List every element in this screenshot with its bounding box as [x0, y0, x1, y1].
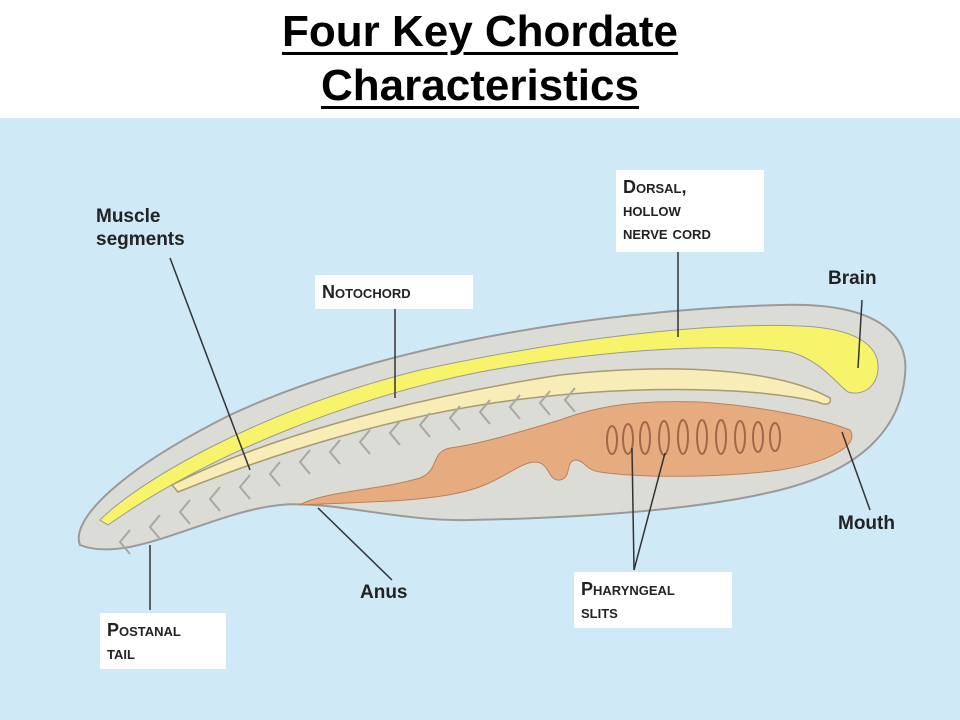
gut: [298, 401, 853, 506]
title-line-1: Four Key Chordate: [281, 7, 679, 56]
nerve-cord: [99, 324, 879, 526]
label-notochord: Notochord: [315, 275, 473, 309]
label-pharyngeal-slits: Pharyngeal slits: [574, 572, 732, 628]
page-title: Four Key Chordate Characteristics: [0, 0, 960, 118]
title-line-2: Characteristics: [321, 61, 639, 110]
body: [77, 303, 907, 551]
label-anus: Anus: [360, 582, 408, 603]
label-muscle-segments: Muscle segments: [96, 206, 185, 250]
leader-lines: [149, 250, 871, 610]
label-mouth: Mouth: [838, 513, 895, 534]
notochord-shape: [170, 368, 832, 493]
muscle-chevrons: [118, 387, 576, 555]
label-postanal-tail: Postanal tail: [100, 613, 226, 669]
label-brain: Brain: [828, 268, 877, 289]
label-dorsal-nerve-cord: Dorsal, hollow nerve cord: [616, 170, 764, 252]
